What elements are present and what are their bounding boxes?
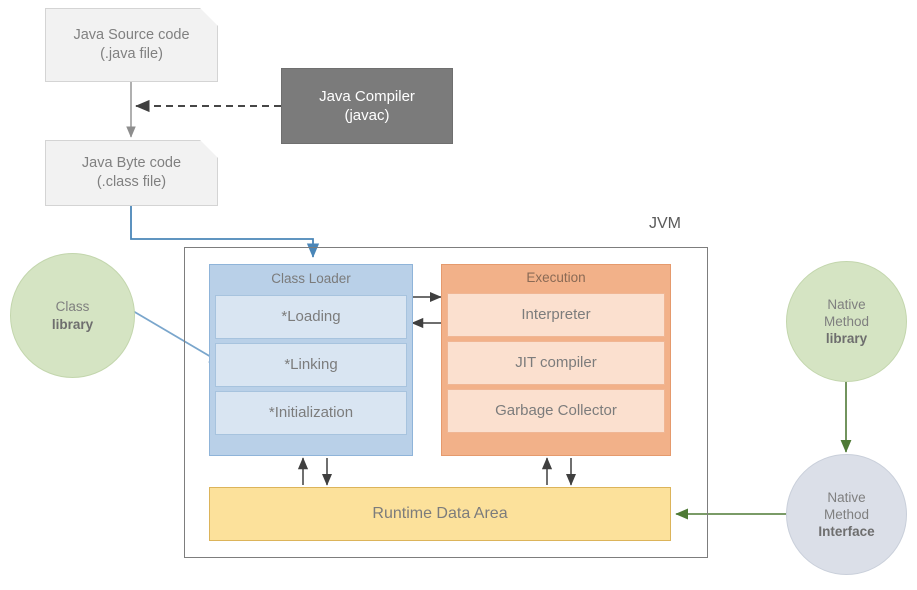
execution-item-interpreter[interactable]: Interpreter [447,293,665,337]
class-library-circle: Class library [10,253,135,378]
java-byte-code-node: Java Byte code (.class file) [45,140,218,206]
execution-item-garbage-collector[interactable]: Garbage Collector [447,389,665,433]
java-compiler-line2: (javac) [344,107,390,124]
java-compiler-line1: Java Compiler [319,87,415,105]
jvm-label: JVM [649,214,681,232]
class-loader-item-loading[interactable]: *Loading [215,295,407,339]
class-loader-panel: Class Loader *Loading *Linking *Initiali… [209,264,413,456]
execution-item-jit-compiler[interactable]: JIT compiler [447,341,665,385]
execution-header: Execution [526,270,586,286]
execution-panel: Execution Interpreter JIT compiler Garba… [441,264,671,456]
class-loader-item-linking[interactable]: *Linking [215,343,407,387]
native-method-library-line2: Method [823,313,870,329]
native-method-interface-line3: Interface [818,524,875,540]
native-method-interface-circle: Native Method Interface [786,454,907,575]
native-method-library-line3: library [825,331,868,347]
native-method-library-line1: Native [827,296,866,312]
native-method-interface-line1: Native [827,489,866,505]
java-compiler-node: Java Compiler (javac) [281,68,453,144]
jvm-container [184,247,708,558]
java-byte-code-line1: Java Byte code [81,155,182,172]
java-source-code-node: Java Source code (.java file) [45,8,218,82]
java-byte-code-line2: (.class file) [96,174,167,190]
java-source-code-line2: (.java file) [100,46,163,62]
runtime-data-area-node[interactable]: Runtime Data Area [209,487,671,541]
class-library-line2: library [51,316,94,332]
class-library-line1: Class [55,299,90,315]
native-method-library-circle: Native Method library [786,261,907,382]
class-loader-item-initialization[interactable]: *Initialization [215,391,407,435]
class-loader-header: Class Loader [271,271,351,287]
java-source-code-line1: Java Source code [73,27,190,44]
native-method-interface-line2: Method [823,506,870,522]
